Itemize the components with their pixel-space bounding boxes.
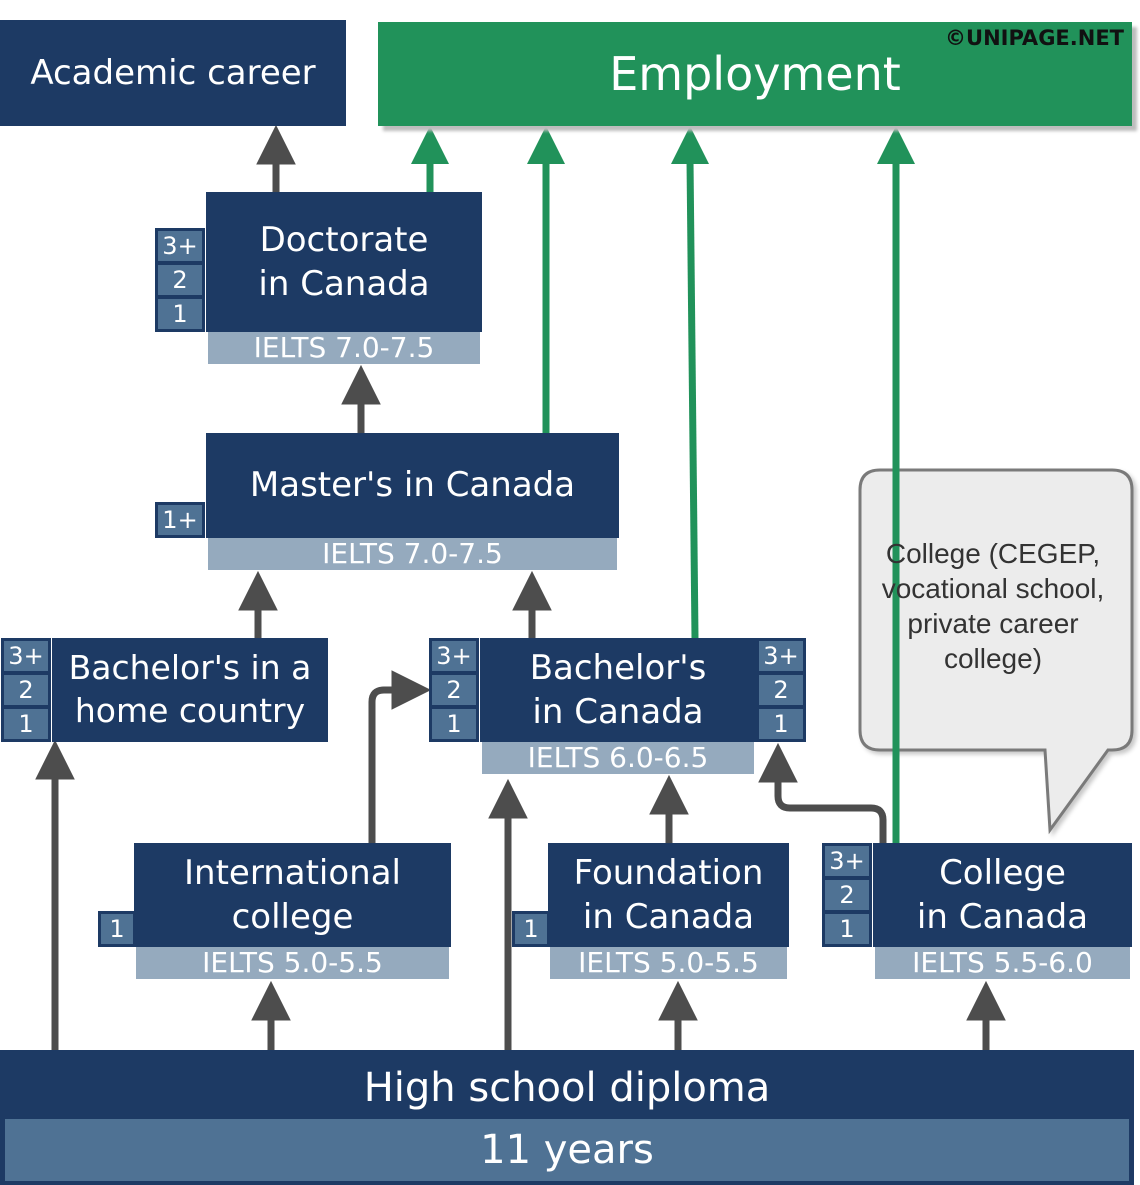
college-level-2: 2 bbox=[822, 877, 872, 913]
academic-career-label: Academic career bbox=[30, 52, 316, 93]
college-level-3: 3+ bbox=[822, 843, 872, 879]
high-school-label: High school diploma bbox=[363, 1065, 771, 1111]
foundation-ielts: IELTS 5.0-5.5 bbox=[550, 947, 787, 979]
foundation-line1: Foundation bbox=[573, 852, 764, 893]
masters-box: Master's in Canada bbox=[206, 433, 619, 538]
bachelor-canada-ielts: IELTS 6.0-6.5 bbox=[482, 742, 754, 774]
masters-level-1plus: 1+ bbox=[155, 502, 205, 538]
bachelor-canada-box: Bachelor's in Canada bbox=[480, 638, 756, 742]
doctorate-level-1: 1 bbox=[155, 296, 205, 332]
college-note-line1: College (CEGEP, bbox=[885, 538, 1101, 569]
college-note-line3: private career bbox=[907, 608, 1079, 639]
bachelor-home-level-2: 2 bbox=[1, 672, 51, 708]
masters-label: Master's in Canada bbox=[249, 465, 576, 506]
years-label: 11 years bbox=[480, 1127, 654, 1173]
doctorate-line2: in Canada bbox=[258, 264, 430, 304]
bachelor-canada-right-level-3: 3+ bbox=[756, 638, 806, 674]
bachelor-canada-right-level-2: 2 bbox=[756, 672, 806, 708]
doctorate-box: Doctorate in Canada bbox=[206, 192, 482, 332]
college-line1: College bbox=[939, 852, 1066, 893]
college-line2: in Canada bbox=[916, 897, 1089, 937]
foundation-line2: in Canada bbox=[582, 897, 755, 937]
college-note-line2: vocational school, bbox=[881, 573, 1105, 604]
bachelor-canada-line1: Bachelor's bbox=[529, 647, 707, 688]
intl-college-level-1: 1 bbox=[98, 911, 136, 947]
intl-college-line2: college bbox=[231, 897, 354, 937]
arrow-head bbox=[671, 126, 709, 164]
college-ielts: IELTS 5.5-6.0 bbox=[875, 947, 1130, 979]
years-bar: 11 years bbox=[5, 1119, 1129, 1181]
intl-college-ielts: IELTS 5.0-5.5 bbox=[136, 947, 449, 979]
bachelor-home-line2: home country bbox=[74, 691, 306, 730]
intl-college-line1: International bbox=[184, 852, 401, 893]
college-note-line4: college) bbox=[943, 643, 1043, 674]
foundation-level-1: 1 bbox=[512, 911, 550, 947]
bachelor-canada-left-level-2: 2 bbox=[429, 672, 479, 708]
bachelor-home-line1: Bachelor's in a bbox=[68, 648, 312, 688]
bachelor-home-level-1: 1 bbox=[1, 706, 51, 742]
masters-ielts: IELTS 7.0-7.5 bbox=[208, 538, 617, 570]
bachelor-canada-right-level-1: 1 bbox=[756, 706, 806, 742]
doctorate-ielts: IELTS 7.0-7.5 bbox=[208, 332, 480, 364]
college-level-1: 1 bbox=[822, 911, 872, 947]
employment-label: Employment bbox=[609, 47, 901, 101]
foundation-box: Foundation in Canada bbox=[548, 843, 789, 947]
college-box: College in Canada bbox=[873, 843, 1132, 947]
bachelor-canada-left-level-1: 1 bbox=[429, 706, 479, 742]
note-bubble bbox=[858, 468, 1134, 835]
academic-career-box: Academic career bbox=[0, 20, 346, 126]
watermark: ©UNIPAGE.NET bbox=[945, 26, 1124, 50]
arrow-head bbox=[877, 126, 915, 164]
bachelor-home-box: Bachelor's in a home country bbox=[52, 638, 328, 742]
bachelor-canada-left-level-3: 3+ bbox=[429, 638, 479, 674]
arrow-head bbox=[527, 126, 565, 164]
doctorate-line1: Doctorate bbox=[259, 219, 429, 260]
bachelor-canada-line2: in Canada bbox=[532, 692, 704, 732]
employment-box: Employment ©UNIPAGE.NET bbox=[378, 22, 1132, 126]
bachelor-home-level-3: 3+ bbox=[1, 638, 51, 674]
doctorate-level-3: 3+ bbox=[155, 228, 205, 264]
college-note: College (CEGEP, vocational school, priva… bbox=[862, 536, 1124, 676]
intl-college-box: International college bbox=[134, 843, 451, 947]
arrow-head bbox=[411, 126, 449, 164]
doctorate-level-2: 2 bbox=[155, 262, 205, 298]
